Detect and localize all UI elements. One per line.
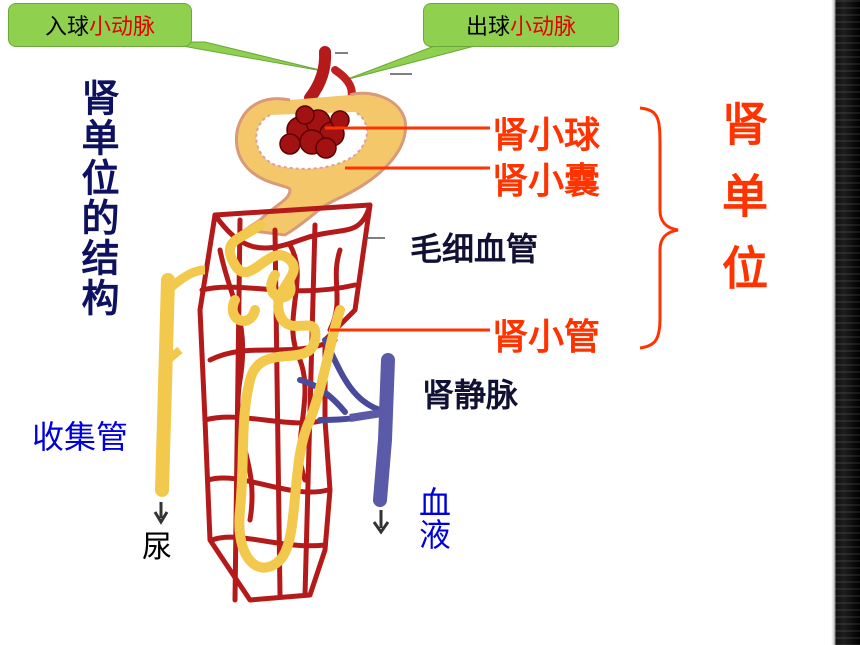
leader-lines bbox=[335, 52, 412, 239]
renal-vein-label: 肾静脉 bbox=[422, 376, 519, 414]
duct-junction bbox=[165, 265, 206, 294]
vein-branch bbox=[349, 408, 389, 422]
capsule-label: 肾小囊 bbox=[492, 161, 601, 202]
efferent-prefix: 出球 bbox=[465, 15, 510, 40]
right-edge-decoration bbox=[824, 0, 860, 645]
efferent-arteriole-callout: 出球小动脉 bbox=[423, 3, 619, 47]
right-title: 肾单位 bbox=[715, 100, 769, 316]
afferent-suffix: 小动脉 bbox=[89, 15, 156, 40]
duct-branch bbox=[165, 346, 183, 364]
urine-arrow bbox=[153, 502, 169, 525]
capillary-label: 毛细血管 bbox=[410, 230, 539, 268]
right-edge-texture bbox=[834, 0, 860, 645]
renal-tubule bbox=[224, 220, 345, 573]
blood-label: 血液 bbox=[414, 486, 452, 550]
tubule-label: 肾小管 bbox=[492, 317, 601, 358]
collecting-duct bbox=[155, 273, 175, 497]
collecting-duct-label: 收集管 bbox=[32, 418, 129, 456]
glomerulus-tuft bbox=[279, 105, 350, 159]
glomerulus-label: 肾小球 bbox=[492, 115, 601, 156]
left-title: 肾单位的结构 bbox=[75, 78, 119, 318]
afferent-vessel bbox=[304, 46, 332, 104]
renal-vein bbox=[373, 353, 395, 507]
urine-label: 尿 bbox=[142, 530, 172, 565]
vein-arrow bbox=[372, 510, 390, 535]
efferent-suffix: 小动脉 bbox=[510, 15, 577, 40]
capillary-network bbox=[197, 202, 373, 603]
nephron-brace bbox=[639, 106, 679, 350]
afferent-arteriole-callout: 入球小动脉 bbox=[8, 3, 192, 47]
afferent-prefix: 入球 bbox=[44, 15, 89, 40]
